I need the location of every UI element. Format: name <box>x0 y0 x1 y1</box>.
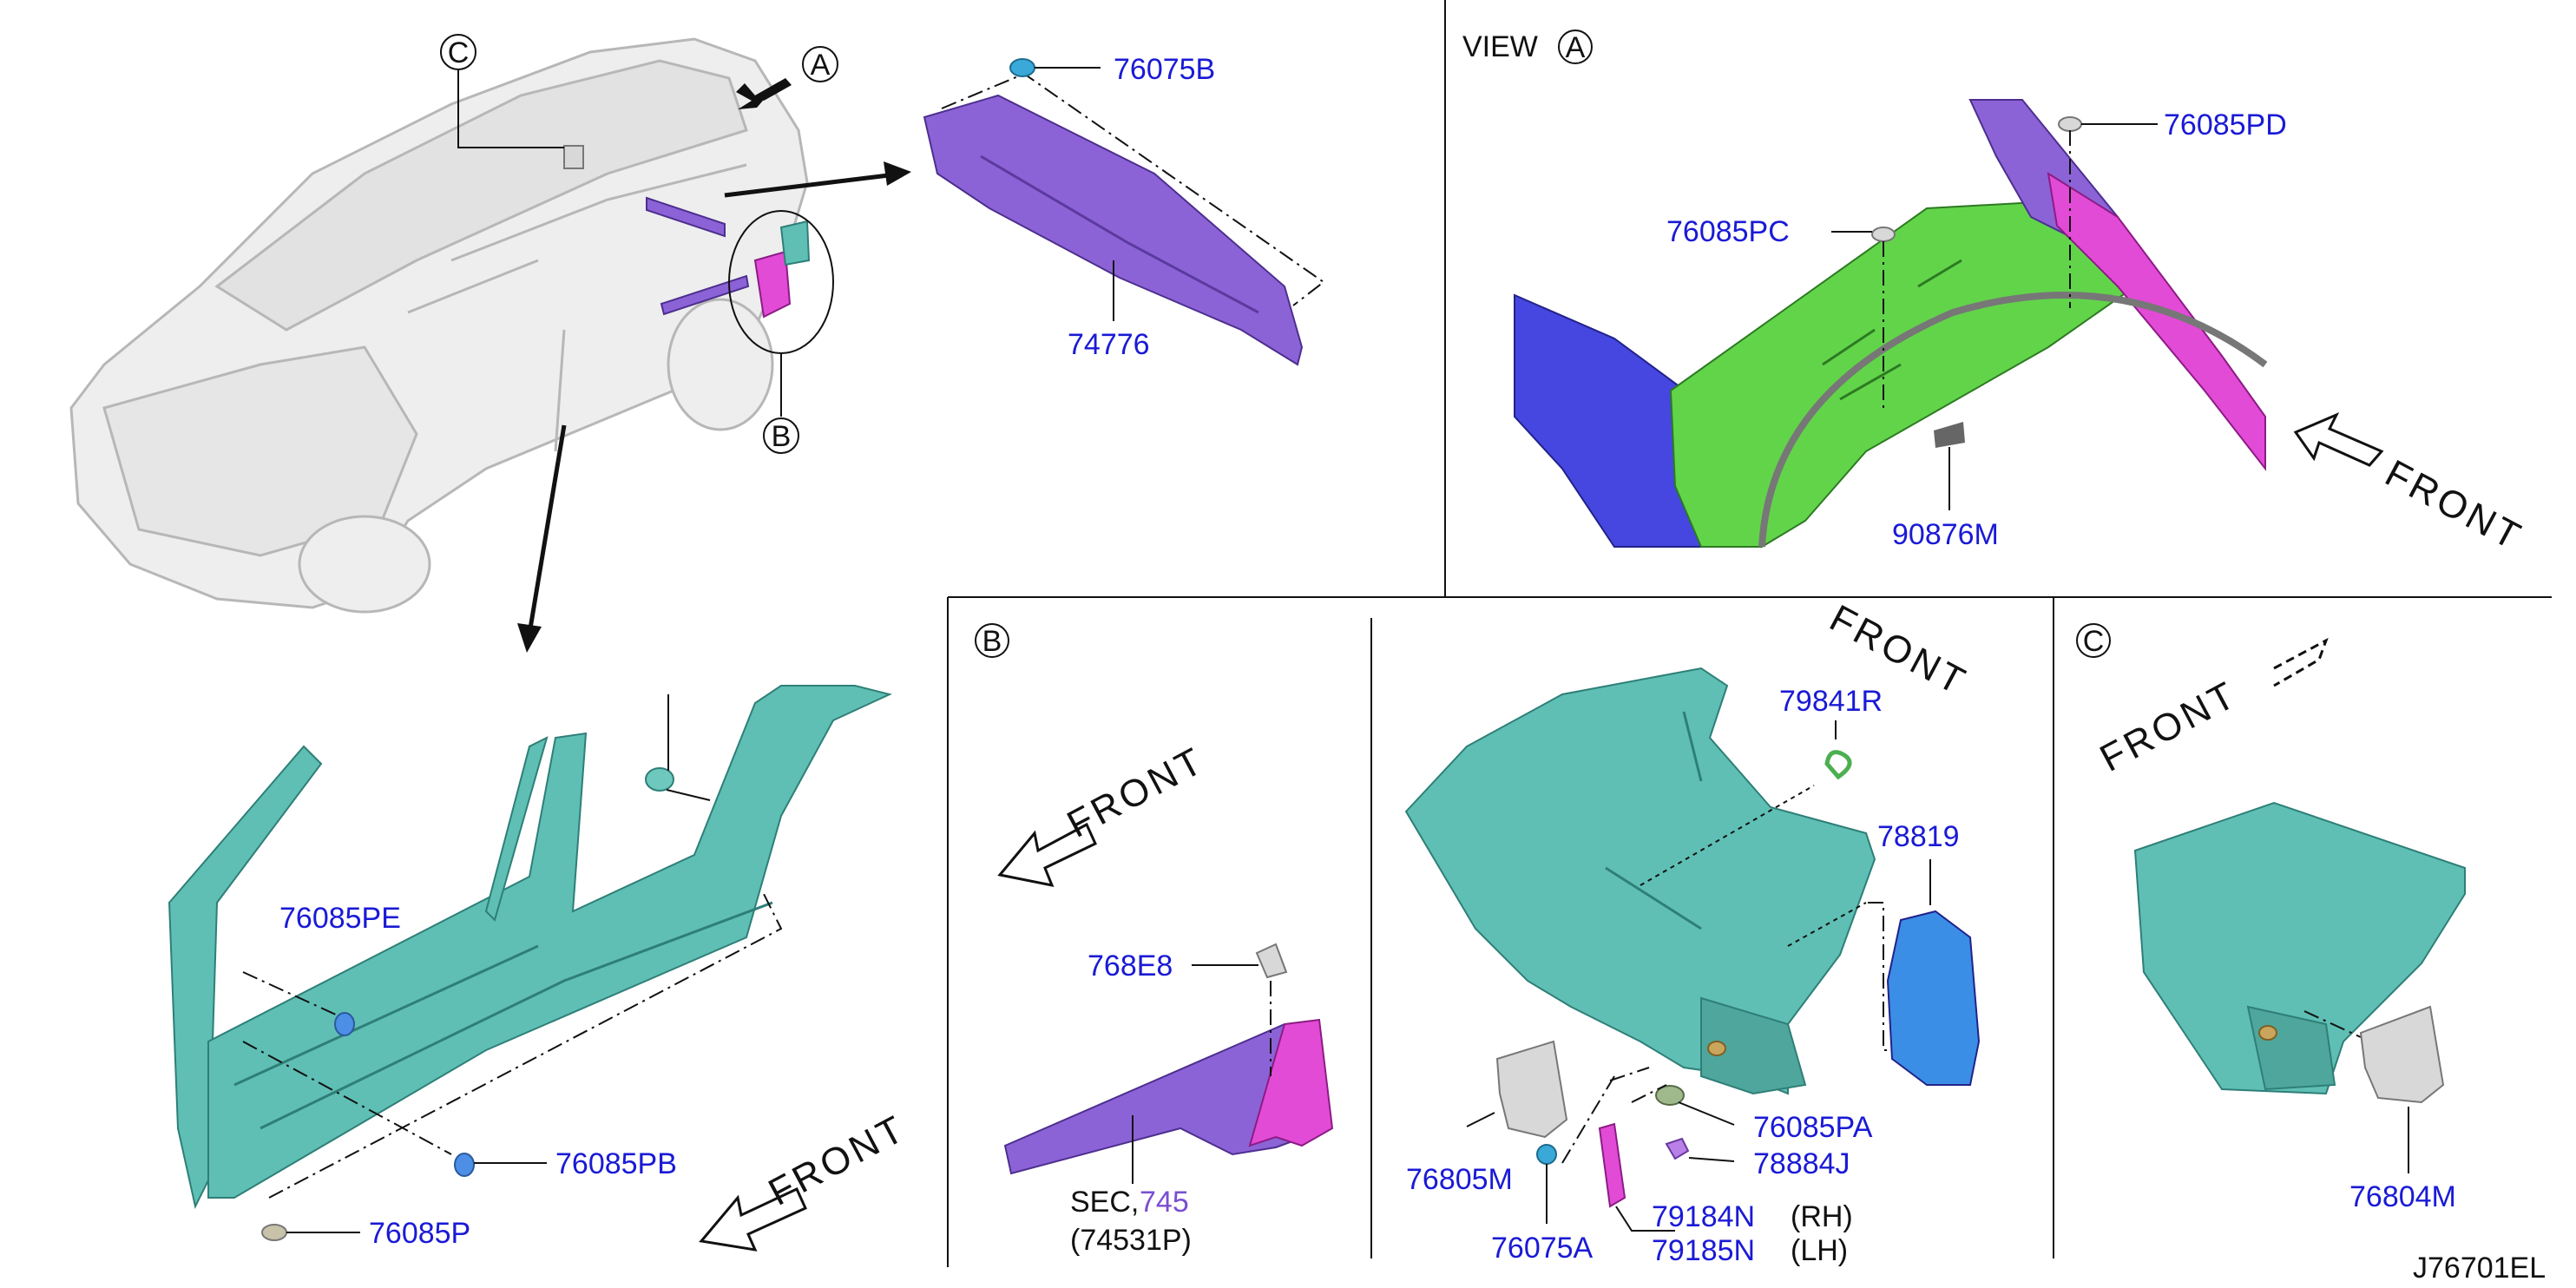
label-90876M: 90876M <box>1892 518 1999 551</box>
label-74531P: (74531P) <box>1070 1224 1192 1257</box>
svg-text:FRONT: FRONT <box>1061 739 1212 846</box>
view-a-callout: A <box>1558 30 1593 64</box>
svg-text:B: B <box>982 625 1002 658</box>
label-79184N: 79184N <box>1652 1200 1755 1233</box>
section-c-illustration <box>2133 801 2466 1173</box>
label-76075A: 76075A <box>1491 1232 1594 1265</box>
label-74776: 74776 <box>1068 328 1150 361</box>
label-sec-prefix: SEC, <box>1070 1186 1139 1219</box>
label-768E8: 768E8 <box>1088 950 1173 982</box>
view-a-title: VIEW <box>1462 30 1538 63</box>
svg-text:FRONT: FRONT <box>762 1107 913 1214</box>
frame-lines <box>947 0 2552 1267</box>
section-b-callout: B <box>975 623 1009 658</box>
front-arrow-section-b: FRONT <box>997 739 1212 888</box>
label-76085PA: 76085PA <box>1753 1111 1873 1144</box>
svg-text:FRONT: FRONT <box>2378 452 2529 560</box>
svg-text:C: C <box>448 36 470 69</box>
label-76804M: 76804M <box>2349 1180 2456 1213</box>
label-76085PE: 76085PE <box>279 902 401 935</box>
label-79185N: 79185N <box>1652 1234 1755 1267</box>
section-b-illustration <box>1003 943 1334 1184</box>
section-c-callout: C <box>2076 623 2111 658</box>
label-76075B: 76075B <box>1114 53 1215 86</box>
label-78819: 78819 <box>1877 820 1960 853</box>
svg-text:C: C <box>2083 625 2105 658</box>
svg-text:A: A <box>811 49 831 82</box>
front-arrow-side-panel: FRONT <box>699 1107 913 1252</box>
label-78884J: 78884J <box>1753 1147 1850 1180</box>
svg-text:B: B <box>772 420 792 453</box>
label-lh: (LH) <box>1791 1234 1848 1267</box>
label-76085P: 76085P <box>369 1217 470 1250</box>
side-panel-illustration <box>168 685 892 1241</box>
svg-text:A: A <box>1566 31 1586 64</box>
label-79841R: 79841R <box>1779 685 1883 718</box>
callout-a-arrow: A <box>736 46 838 109</box>
front-arrow-view-a: FRONT <box>2293 412 2530 560</box>
car-overview-illustration <box>69 37 811 614</box>
view-a-illustration <box>1514 99 2268 548</box>
label-76085PB: 76085PB <box>555 1147 677 1180</box>
label-rh: (RH) <box>1791 1200 1853 1233</box>
label-76085PD: 76085PD <box>2164 108 2287 141</box>
label-76805M: 76805M <box>1406 1163 1513 1196</box>
label-76085PC: 76085PC <box>1666 215 1790 248</box>
diagram-id: J76701EL <box>2413 1252 2546 1285</box>
callout-c-top: C <box>440 34 564 148</box>
car-leader-arrows <box>517 161 911 653</box>
quarter-panel-illustration <box>1404 667 1981 1232</box>
svg-text:FRONT: FRONT <box>2093 673 2244 780</box>
front-arrow-section-c: FRONT <box>2093 637 2329 780</box>
callout-b-ring: B <box>728 210 834 454</box>
label-sec-745: 745 <box>1140 1186 1189 1219</box>
panel-74776-illustration <box>923 58 1325 366</box>
